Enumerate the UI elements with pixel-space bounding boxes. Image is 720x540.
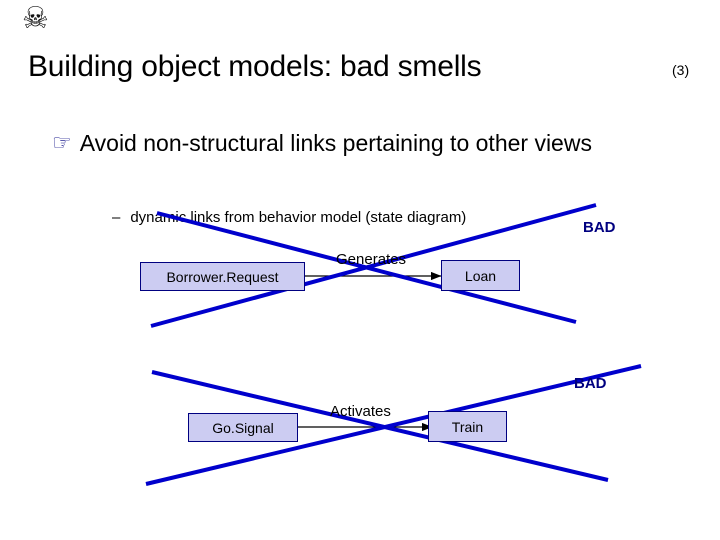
label-generates: Generates — [336, 251, 407, 268]
bullet-level2-label: dynamic links from behavior model (state… — [130, 209, 467, 226]
bullet-level1-label: Avoid non-structural links pertaining to… — [79, 130, 592, 156]
pointing-hand-icon: ☞ — [52, 130, 72, 155]
dash-icon: – — [112, 209, 121, 226]
bullet-level1: ☞ Avoid non-structural links pertaining … — [52, 126, 652, 160]
title-count: (3) — [672, 62, 690, 78]
label-activates: Activates — [330, 403, 391, 420]
box-loan[interactable]: Loan — [441, 260, 520, 291]
box-go-signal[interactable]: Go.Signal — [188, 413, 298, 442]
box-train[interactable]: Train — [428, 411, 507, 442]
bad-label-1: BAD — [583, 219, 616, 236]
page-title: Building object models: bad smells — [28, 50, 482, 83]
skull-icon: ☠ — [22, 2, 49, 35]
box-borrower-request[interactable]: Borrower.Request — [140, 262, 305, 291]
bad-label-2: BAD — [574, 375, 607, 392]
bullet-level2: – dynamic links from behavior model (sta… — [112, 208, 466, 228]
